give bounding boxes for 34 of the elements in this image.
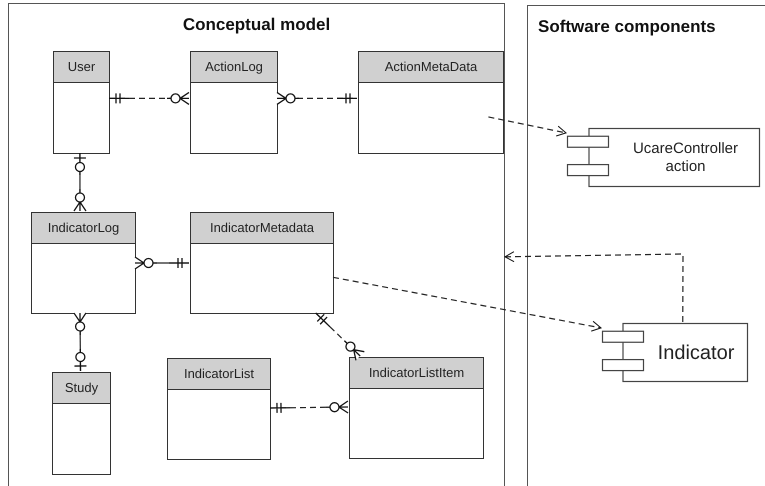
dependency-arrow	[488, 116, 566, 136]
entity-header: IndicatorList	[168, 359, 270, 390]
panel-title: Software components	[538, 17, 716, 37]
entity-box	[53, 51, 110, 154]
relationship-line	[276, 92, 358, 106]
entity-header: ActionMetaData	[359, 52, 503, 83]
component-box	[567, 128, 760, 187]
entity-box	[349, 357, 484, 459]
component-name: Indicator	[656, 340, 736, 364]
relationship-line	[73, 152, 87, 212]
relationship-line	[269, 400, 349, 414]
relationship-line	[108, 92, 190, 106]
component-box	[602, 323, 748, 382]
panel-frame	[8, 3, 505, 486]
dependency-arrow	[504, 251, 684, 322]
entity-header: Study	[53, 373, 110, 404]
relationship-line	[134, 256, 190, 270]
entity-box	[52, 372, 111, 475]
entity-box	[190, 51, 278, 154]
entity-box	[358, 51, 504, 154]
panel-title: Conceptual model	[182, 15, 330, 35]
entity-box	[190, 212, 334, 314]
relationship-line	[73, 312, 88, 372]
entity-box	[31, 212, 136, 314]
relationship-line	[315, 312, 365, 361]
entity-header: IndicatorListItem	[350, 358, 483, 389]
entity-header: IndicatorLog	[32, 213, 135, 244]
dependency-arrow	[332, 276, 602, 332]
component-name: UcareController action	[632, 140, 740, 176]
panel-frame	[527, 5, 765, 486]
entity-header: IndicatorMetadata	[191, 213, 333, 244]
entity-header: User	[54, 52, 109, 83]
entity-header: ActionLog	[191, 52, 277, 83]
entity-box	[167, 358, 271, 460]
